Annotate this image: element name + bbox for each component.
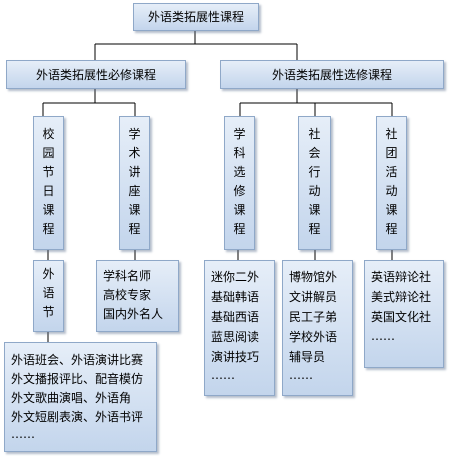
list-item: …… [11,427,35,441]
list-item: 学科名师 [103,269,152,283]
social-action-list: 博物馆外 文讲解员 民工子弟 学校外语 辅导员 …… [282,260,353,396]
festival-activity-list: 外语班会、外语演讲比赛 外文播报评比、配音模仿 外文歌曲演唱、外语角 外文短剧表… [4,342,157,452]
list-item: 民工子弟 [289,310,338,324]
social-action-label: 社会行动课程 [308,127,321,236]
list-item: …… [211,368,235,382]
root-label: 外语类拓展性课程 [147,10,244,24]
root-node: 外语类拓展性课程 [133,3,259,31]
lecture-list: 学科名师 高校专家 国内外名人 [96,260,179,332]
list-item: 基础韩语 [211,290,260,304]
club-activity-label: 社团活动课程 [385,127,398,236]
social-action-node: 社会行动课程 [298,116,331,250]
list-item: 国内外名人 [103,307,164,321]
club-activity-list: 英语辩论社 美式辩论社 英国文化社 …… [364,260,444,368]
list-item: 美式辩论社 [371,290,432,304]
campus-festival-label: 校园节日课程 [42,127,55,236]
list-item: 辅导员 [289,350,326,364]
list-item: …… [289,368,313,382]
list-item: 外语班会、外语演讲比赛 [11,353,144,367]
subject-elective-list: 迷你二外 基础韩语 基础西语 蓝思阅读 演讲技巧 …… [204,260,275,396]
lecture-label: 学术讲座课程 [128,127,141,236]
list-item: 迷你二外 [211,270,260,284]
list-item: 外文播报评比、配音模仿 [11,372,144,386]
elective-course-label: 外语类拓展性选修课程 [271,67,392,82]
required-course-node: 外语类拓展性必修课程 [6,60,186,89]
club-activity-node: 社团活动课程 [376,116,407,250]
list-item: 英语辩论社 [371,270,432,284]
elective-course-node: 外语类拓展性选修课程 [220,60,444,89]
list-item: 英国文化社 [371,310,432,324]
list-item: 蓝思阅读 [211,330,260,344]
list-item: 外文短剧表演、外语书评 [11,410,144,424]
list-item: …… [371,329,395,343]
lecture-node: 学术讲座课程 [119,116,150,250]
list-item: 学校外语 [289,330,338,344]
subject-elective-node: 学科选修课程 [224,116,255,250]
foreign-language-festival-label: 外语节 [42,267,55,319]
list-item: 博物馆外 [289,270,338,284]
list-item: 外文歌曲演唱、外语角 [11,391,132,405]
list-item: 基础西语 [211,310,260,324]
foreign-language-festival-node: 外语节 [33,260,64,332]
list-item: 高校专家 [103,288,152,302]
list-item: 文讲解员 [289,290,338,304]
campus-festival-node: 校园节日课程 [33,116,64,250]
list-item: 演讲技巧 [211,350,260,364]
subject-elective-label: 学科选修课程 [233,127,246,236]
required-course-label: 外语类拓展性必修课程 [35,67,156,82]
